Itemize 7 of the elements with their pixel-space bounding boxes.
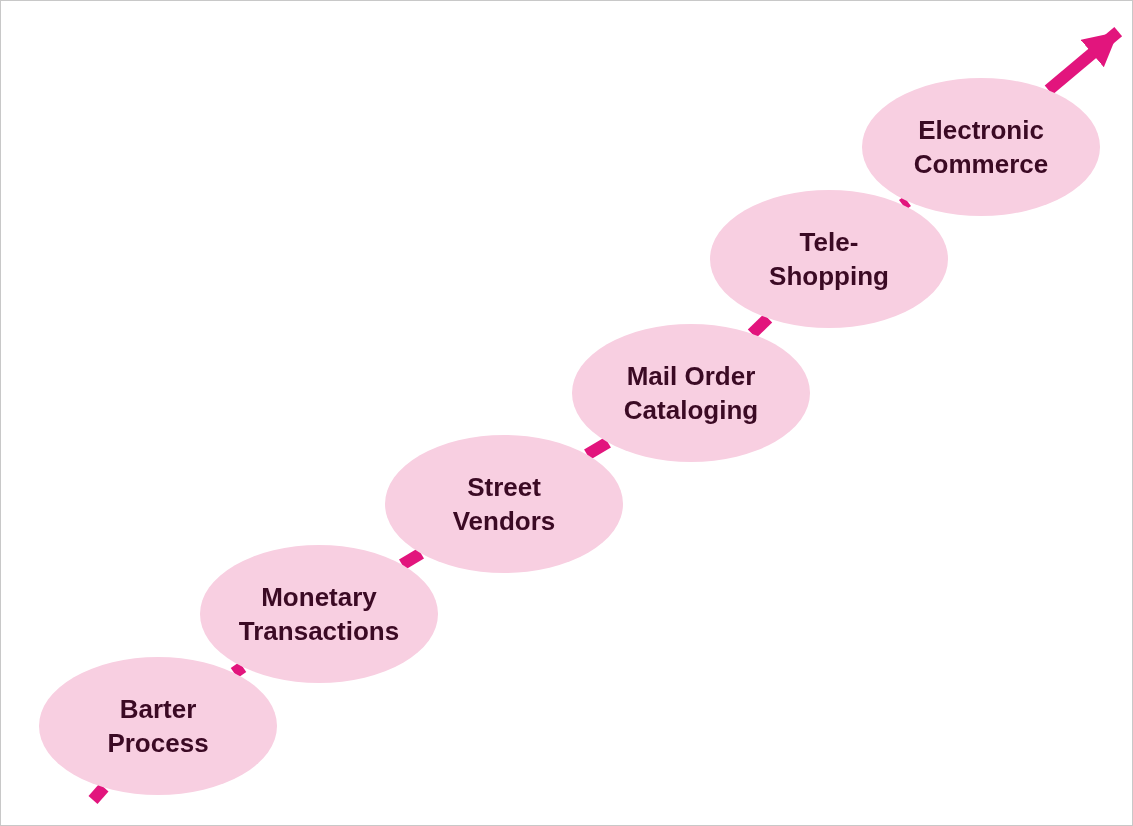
node-label: Electronic Commerce xyxy=(912,114,1050,181)
arrow xyxy=(1044,27,1123,95)
node-label: Monetary Transactions xyxy=(237,581,401,648)
node-label: Street Vendors xyxy=(451,471,557,538)
node-label: Mail Order Cataloging xyxy=(622,360,760,427)
node-label: Tele-Shopping xyxy=(768,226,890,293)
node-label: Barter Process xyxy=(106,693,210,760)
